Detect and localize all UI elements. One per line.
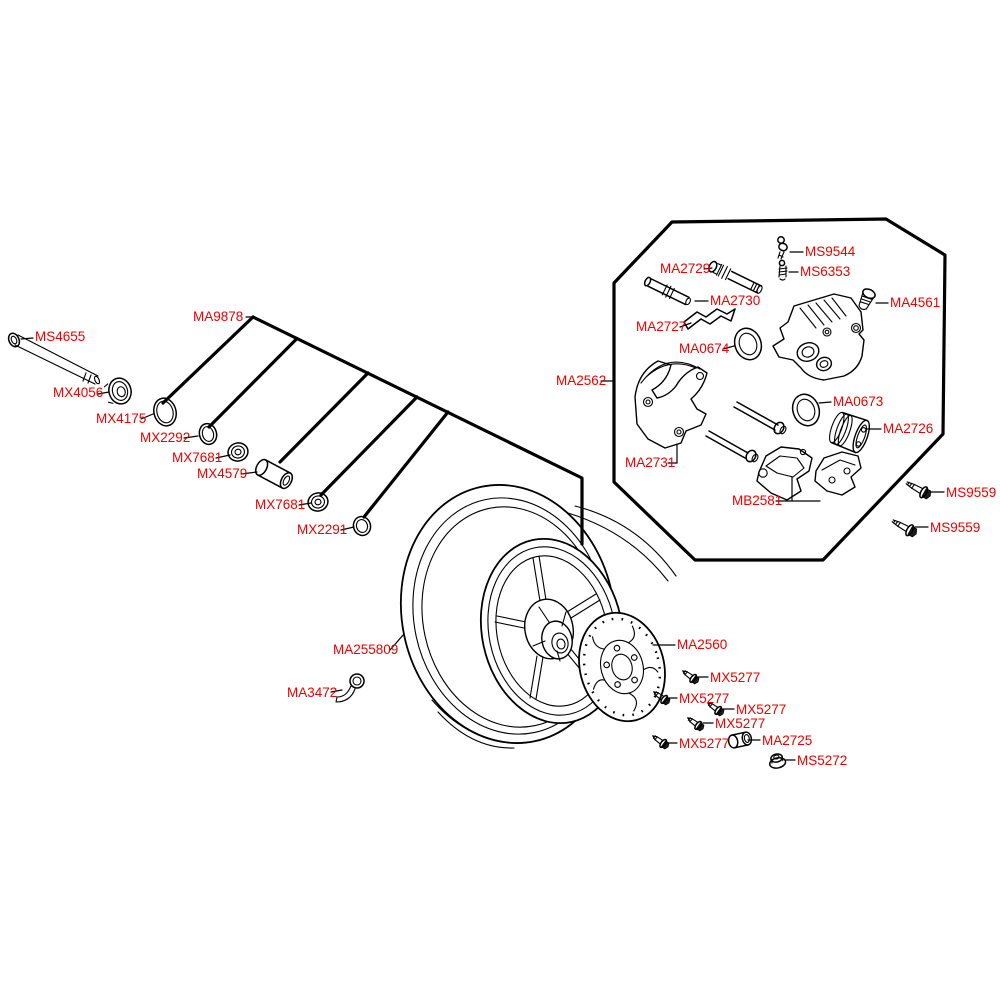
label-ms4655: MS4655 bbox=[35, 329, 85, 344]
label-ma3472: MA3472 bbox=[287, 685, 337, 700]
label-mx2292: MX2292 bbox=[140, 430, 190, 445]
label-ms5272: MS5272 bbox=[797, 753, 847, 768]
label-mx4579: MX4579 bbox=[197, 466, 247, 481]
label-mx4175: MX4175 bbox=[96, 411, 146, 426]
part-labels: MS4655 MX4056 MX4175 MX2292 MX7681 MX457… bbox=[35, 244, 996, 768]
label-ma0674: MA0674 bbox=[679, 341, 730, 356]
bleed-bolt-drawing bbox=[777, 236, 788, 260]
label-ms9544: MS9544 bbox=[805, 244, 856, 259]
spacer-collar-drawing bbox=[254, 458, 294, 490]
caliper-kit-boundary bbox=[612, 217, 947, 562]
label-mx5277-c: MX5277 bbox=[736, 702, 786, 717]
label-ma2730: MA2730 bbox=[710, 293, 760, 308]
caliper-piston-drawing bbox=[829, 411, 871, 454]
label-mx2291: MX2291 bbox=[297, 522, 347, 537]
caliper-body-drawing bbox=[772, 293, 865, 381]
label-mx5277-a: MX5277 bbox=[710, 670, 760, 685]
label-ms9559-a: MS9559 bbox=[946, 485, 996, 500]
label-mx5277-b: MX5277 bbox=[679, 691, 729, 706]
slide-pin-drawing bbox=[643, 276, 691, 306]
spacer-set-fan-lines bbox=[161, 315, 584, 546]
caliper-bolt-a-drawing bbox=[905, 481, 932, 500]
bushing-drawing bbox=[727, 731, 753, 749]
caliper-bracket-drawing bbox=[634, 360, 708, 449]
label-ma2725: MA2725 bbox=[762, 733, 812, 748]
disc-bolt-3-drawing bbox=[707, 702, 725, 717]
brake-pads-drawing bbox=[756, 446, 862, 501]
pad-spring-drawing bbox=[683, 308, 736, 330]
wheel-hub bbox=[524, 598, 574, 662]
label-ma2562: MA2562 bbox=[556, 373, 606, 388]
label-ma9878: MA9878 bbox=[193, 309, 243, 324]
label-mx7681-a: MX7681 bbox=[172, 450, 222, 465]
axle-bolt-drawing bbox=[7, 332, 101, 385]
piston-seal-drawing bbox=[791, 393, 821, 427]
label-ma2729: MA2729 bbox=[660, 261, 710, 276]
label-ms6353: MS6353 bbox=[800, 264, 850, 279]
flange-nut-drawing bbox=[768, 753, 787, 769]
disc-bolt-5-drawing bbox=[652, 735, 670, 750]
dust-seal-drawing bbox=[103, 377, 132, 405]
label-ma0673: MA0673 bbox=[833, 394, 883, 409]
label-ms9559-b: MS9559 bbox=[930, 520, 980, 535]
retainer-ring-drawing bbox=[153, 397, 177, 427]
slide-bolt-drawing bbox=[708, 260, 763, 294]
label-mx4056: MX4056 bbox=[53, 385, 103, 400]
disc-bolt-4-drawing bbox=[687, 717, 705, 732]
label-ma2560: MA2560 bbox=[677, 637, 727, 652]
tire-valve-drawing bbox=[335, 673, 365, 703]
label-ma4561: MA4561 bbox=[890, 295, 940, 310]
boot-seal-a-drawing bbox=[733, 327, 763, 361]
label-ma2731: MA2731 bbox=[625, 455, 675, 470]
label-ma2726: MA2726 bbox=[883, 421, 933, 436]
bearing-left-drawing bbox=[227, 442, 249, 462]
label-mx5277-e: MX5277 bbox=[679, 736, 729, 751]
caliper-bolt-b-drawing bbox=[891, 519, 918, 538]
seal-ring-drawing bbox=[198, 422, 218, 446]
side-collar-drawing bbox=[352, 515, 372, 537]
label-ma2727: MA2727 bbox=[636, 319, 686, 334]
disc-bolt-2-drawing bbox=[653, 691, 671, 706]
brake-disc-drawing bbox=[578, 611, 666, 723]
leader-lines bbox=[20, 251, 945, 761]
label-mb2581: MB2581 bbox=[732, 493, 782, 508]
disc-bolt-1-drawing bbox=[682, 670, 700, 685]
bearing-right-drawing bbox=[307, 492, 329, 512]
label-mx5277-d: MX5277 bbox=[715, 716, 765, 731]
pin-plug-drawing bbox=[858, 288, 876, 311]
label-mx7681-b: MX7681 bbox=[255, 497, 305, 512]
bracket-pin-bolts-drawing bbox=[705, 401, 787, 463]
label-ma255809: MA255809 bbox=[333, 642, 398, 657]
bleeder-valve-drawing bbox=[778, 259, 788, 281]
